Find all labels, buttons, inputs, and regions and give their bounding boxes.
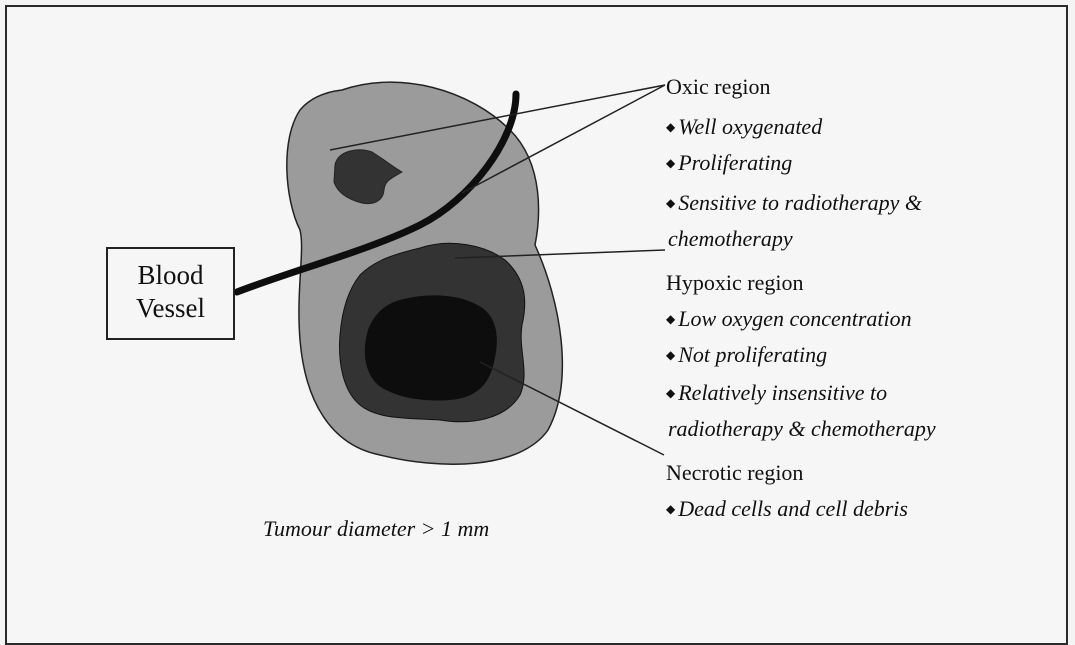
bullet-text: Sensitive to radiotherapy &: [678, 190, 922, 215]
blood-vessel-label: Blood Vessel: [106, 247, 235, 340]
bullet-text: Relatively insensitive to: [678, 380, 887, 405]
oxic-bullet-2: ◆Proliferating: [666, 150, 792, 179]
blood-vessel-label-line-1: Blood: [108, 259, 233, 292]
bullet-text: Not proliferating: [678, 342, 827, 367]
bullet-icon: ◆: [666, 120, 675, 134]
bullet-icon: ◆: [666, 312, 675, 326]
oxic-bullet-3: ◆Sensitive to radiotherapy &: [666, 190, 922, 219]
bullet-icon: ◆: [666, 348, 675, 362]
bullet-text: Low oxygen concentration: [678, 306, 911, 331]
hypoxic-bullet-2: ◆Not proliferating: [666, 342, 827, 371]
oxic-bullet-3-continuation: chemotherapy: [668, 226, 793, 252]
bullet-text: Dead cells and cell debris: [678, 496, 908, 521]
bullet-text: Well oxygenated: [678, 114, 822, 139]
oxic-region-title: Oxic region: [666, 74, 770, 100]
bullet-icon: ◆: [666, 156, 675, 170]
hypoxic-bullet-3: ◆Relatively insensitive to: [666, 380, 887, 409]
tumour-diameter-caption: Tumour diameter > 1 mm: [263, 516, 489, 542]
bullet-icon: ◆: [666, 196, 675, 210]
necrotic-region-shape: [365, 295, 497, 400]
hypoxic-region-title: Hypoxic region: [666, 270, 803, 296]
necrotic-bullet-1: ◆Dead cells and cell debris: [666, 496, 908, 525]
hypoxic-bullet-3-continuation: radiotherapy & chemotherapy: [668, 416, 936, 442]
bullet-icon: ◆: [666, 502, 675, 516]
bullet-icon: ◆: [666, 386, 675, 400]
necrotic-region-title: Necrotic region: [666, 460, 803, 486]
bullet-text: Proliferating: [678, 150, 792, 175]
blood-vessel-label-line-2: Vessel: [108, 292, 233, 325]
hypoxic-bullet-1: ◆Low oxygen concentration: [666, 306, 912, 335]
oxic-bullet-1: ◆Well oxygenated: [666, 114, 822, 143]
